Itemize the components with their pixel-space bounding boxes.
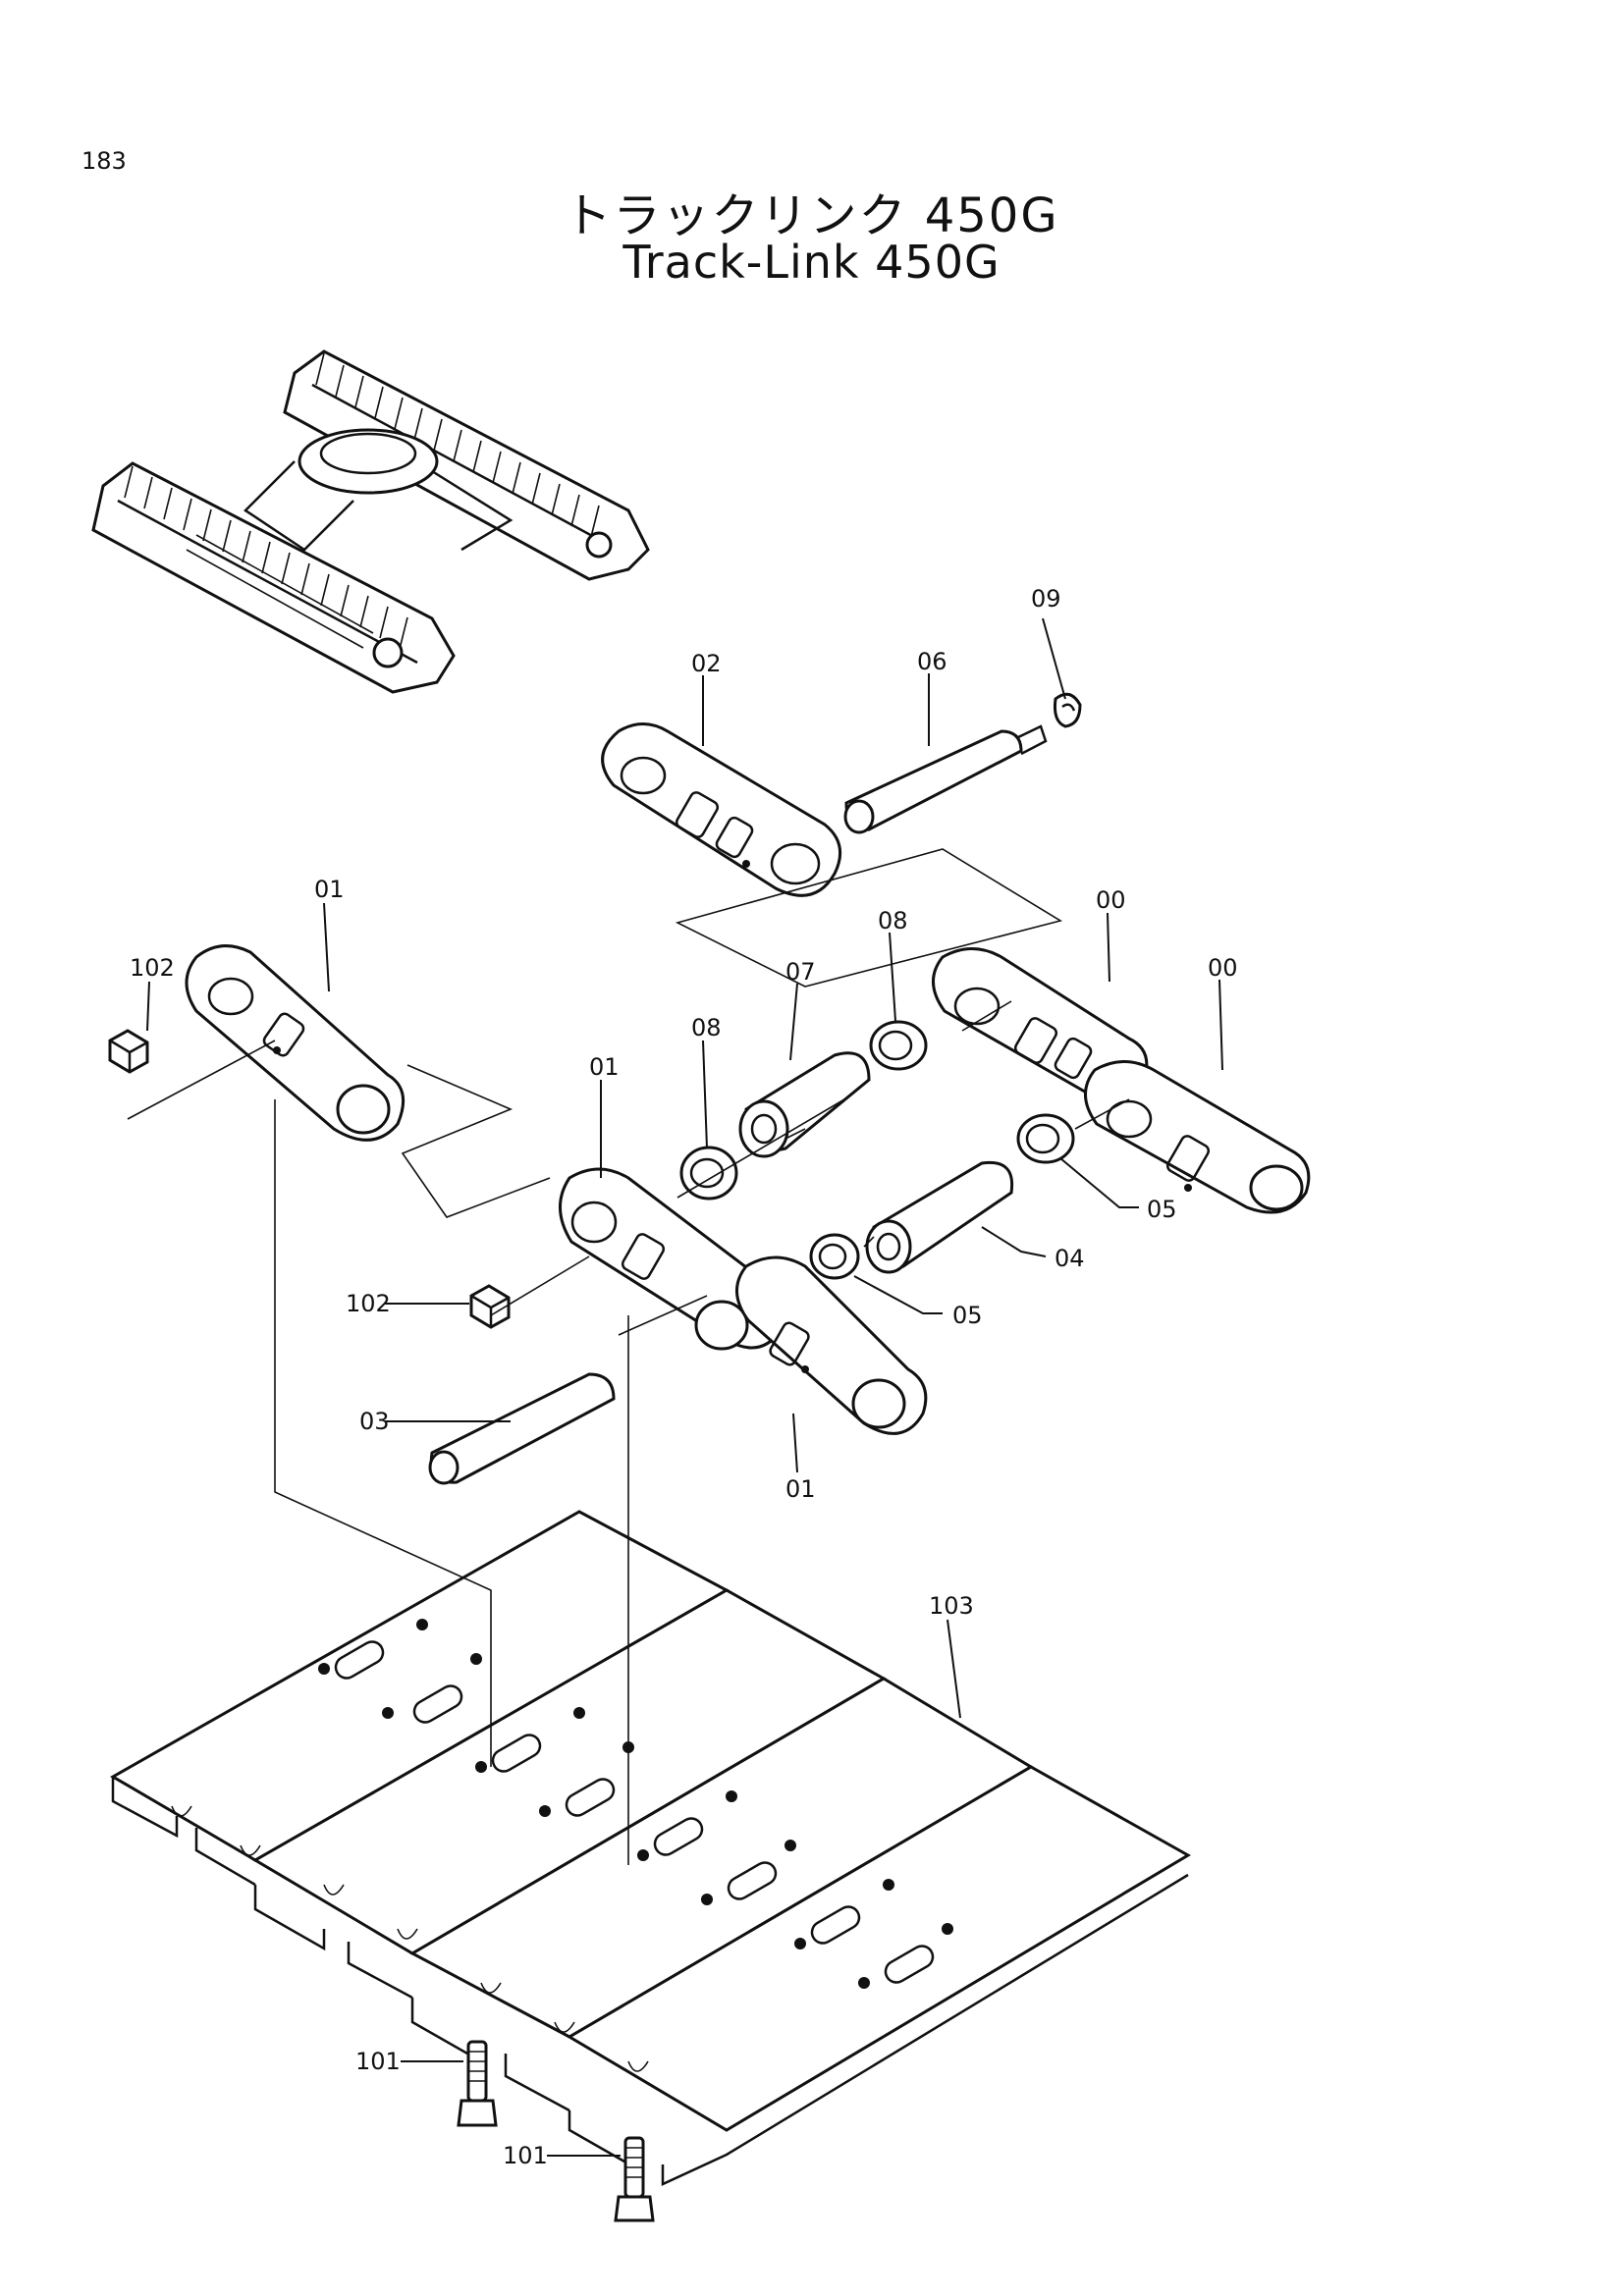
callout-103: 103 <box>929 1592 974 1620</box>
track-link-02 <box>601 722 842 897</box>
seal-05-right <box>1016 1113 1075 1164</box>
leader-lines <box>146 617 1223 2157</box>
assembly-guide-lines <box>127 848 1130 1865</box>
nut-102-centre <box>469 1284 511 1329</box>
bushing-07 <box>738 1051 871 1158</box>
callout-01-mid: 01 <box>589 1053 620 1081</box>
callout-102-top: 102 <box>130 954 175 982</box>
callout-00-a: 00 <box>1096 886 1126 914</box>
callout-09: 09 <box>1031 585 1061 613</box>
callout-00-b: 00 <box>1208 954 1238 982</box>
title-english: Track-Link 450G <box>622 236 1001 289</box>
title-japanese: トラックリンク 450G <box>564 188 1059 243</box>
shoe-bolt-101-b <box>614 2136 655 2222</box>
track-link-01-centre <box>559 1167 928 1435</box>
callout-05-left: 05 <box>952 1302 983 1329</box>
track-shoes-103 <box>109 1510 1191 2186</box>
retaining-ring-09 <box>1054 692 1082 728</box>
callout-101-b: 101 <box>503 2142 548 2169</box>
master-pin-06 <box>843 724 1048 834</box>
callout-08-right: 08 <box>878 907 908 934</box>
pin-03 <box>428 1372 616 1485</box>
nut-102-upper <box>108 1029 149 1074</box>
callout-03: 03 <box>359 1408 390 1435</box>
page-number: 183 <box>81 147 127 175</box>
callout-05-right: 05 <box>1147 1196 1177 1223</box>
callout-labels: 09 06 02 01 102 00 00 08 07 08 01 05 04 … <box>130 585 1238 2169</box>
shoe-bolt-101-a <box>457 2040 498 2127</box>
bushing-04 <box>865 1160 1014 1274</box>
callout-102-mid: 102 <box>346 1290 391 1317</box>
seal-05-left <box>809 1233 860 1280</box>
seal-08-left <box>679 1146 738 1201</box>
callout-08-left: 08 <box>691 1014 722 1041</box>
seal-08-right <box>869 1020 928 1071</box>
callout-101-a: 101 <box>355 2048 401 2075</box>
undercarriage-overview-illustration <box>91 349 650 694</box>
callout-06: 06 <box>917 648 947 675</box>
callout-01-top: 01 <box>314 876 345 903</box>
callout-02: 02 <box>691 650 722 677</box>
track-link-01-upper <box>185 944 406 1142</box>
callout-07: 07 <box>785 958 816 986</box>
callout-01-bottom: 01 <box>785 1475 816 1503</box>
callout-04: 04 <box>1055 1245 1085 1272</box>
track-link-00-pair <box>932 947 1311 1214</box>
